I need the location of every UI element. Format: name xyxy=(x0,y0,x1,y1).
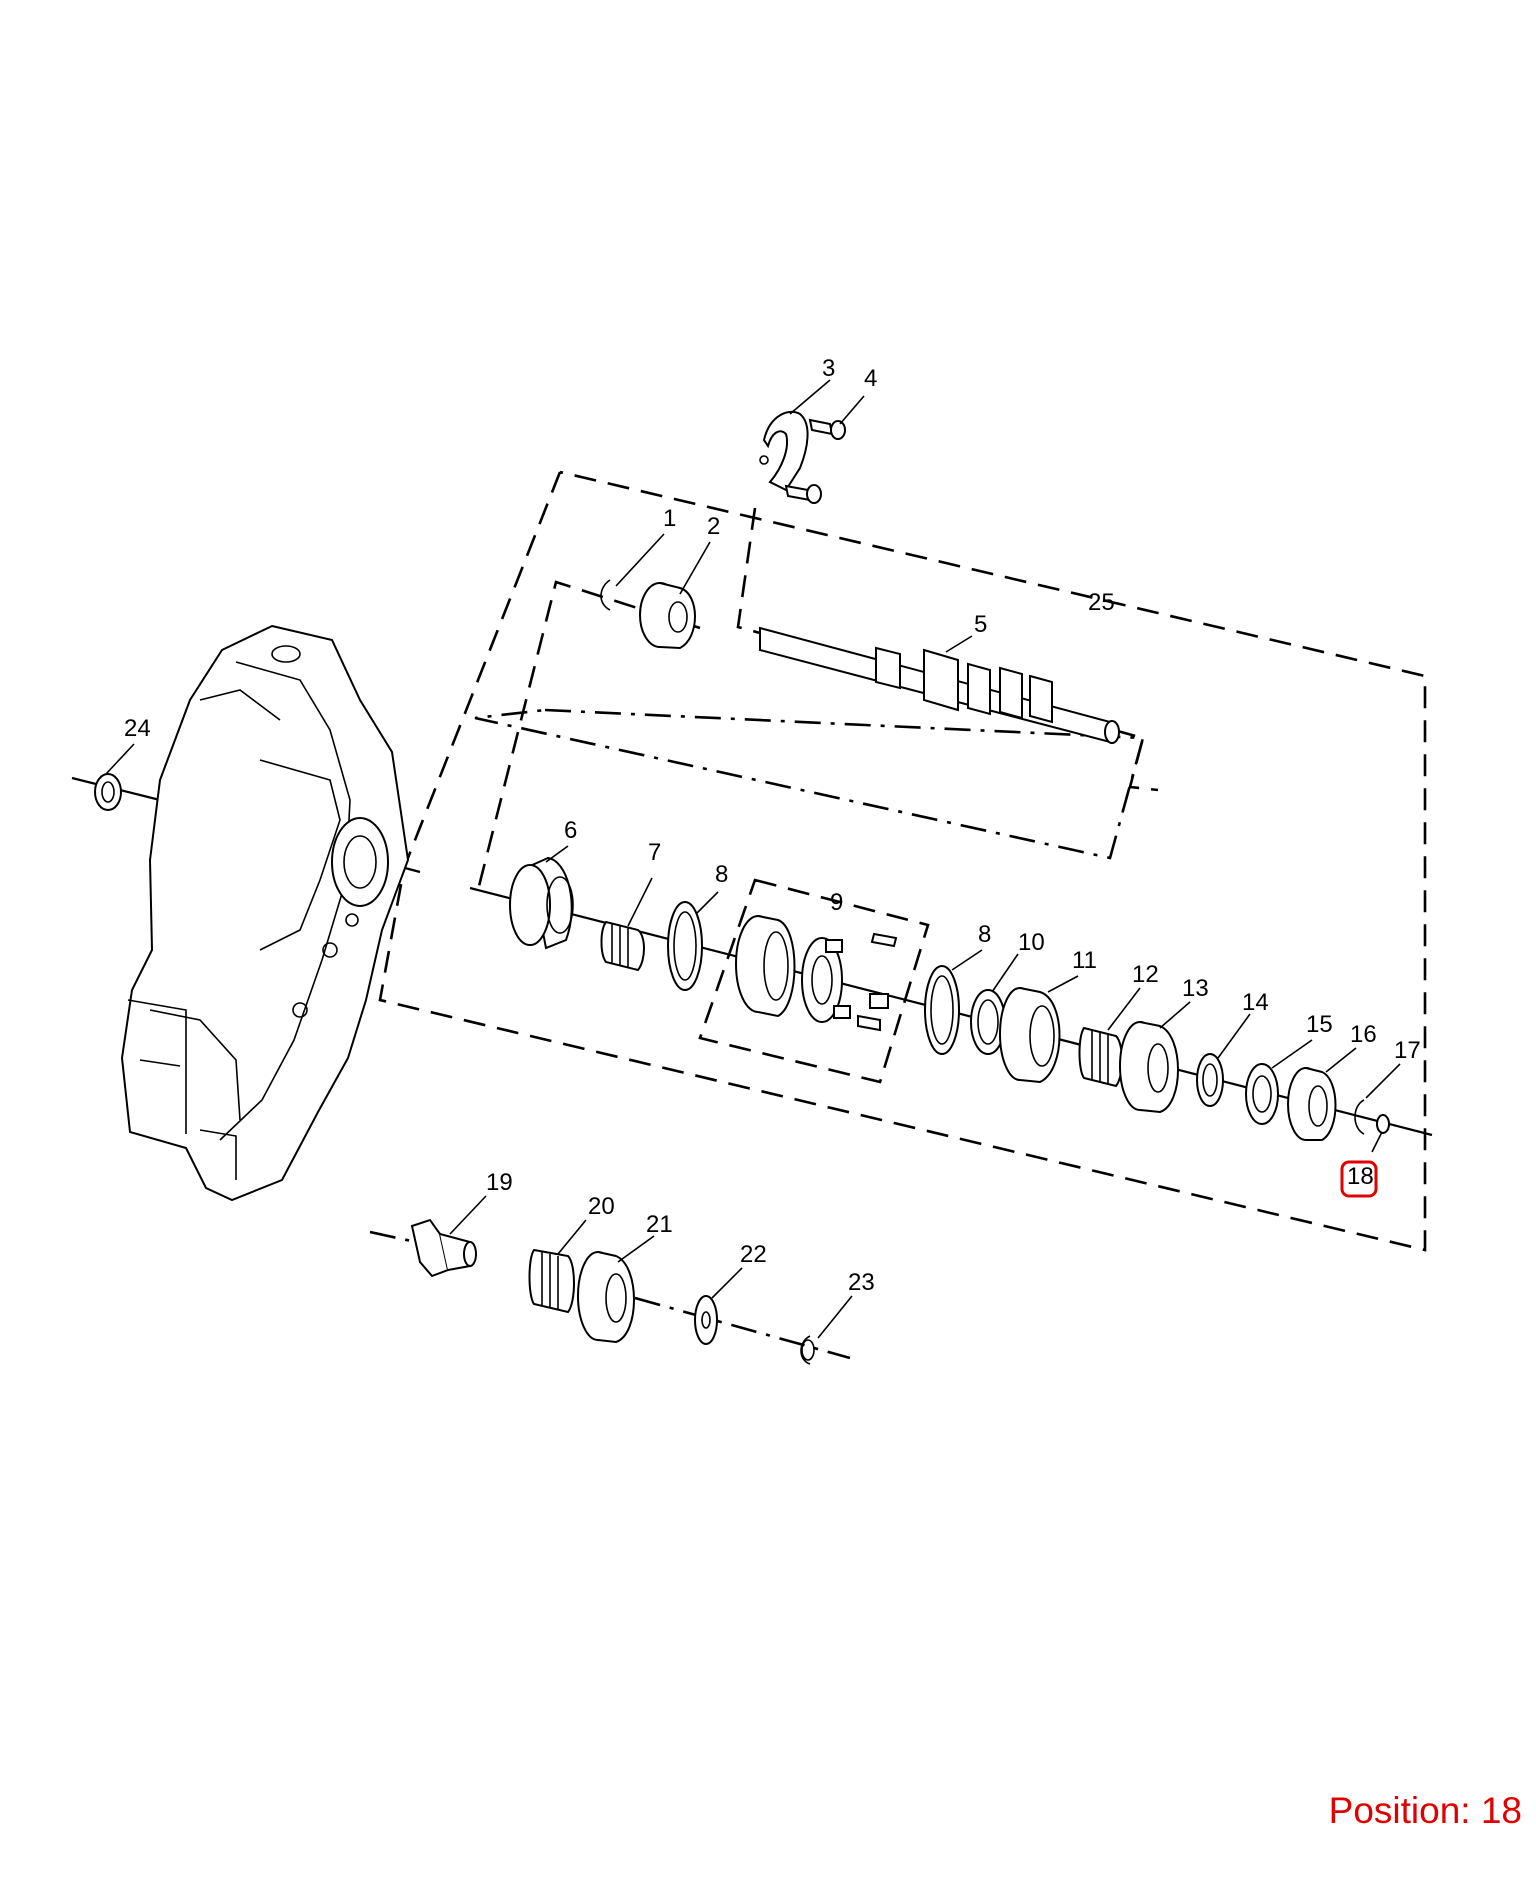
callout-18: 18 xyxy=(1347,1163,1374,1190)
part-18-small-ring xyxy=(1376,1114,1390,1134)
part-19-stub-shaft xyxy=(410,1218,477,1278)
part-5-shaft xyxy=(759,626,1120,744)
part-3-bracket xyxy=(759,410,809,492)
part-24-seal xyxy=(94,773,122,811)
part-12-needle-bearing xyxy=(1078,1026,1123,1088)
part-4-bolt-lower xyxy=(784,484,822,504)
position-label: Position: 18 xyxy=(1328,1790,1522,1831)
part-20-needle-bearing xyxy=(528,1248,575,1314)
callout-16: 16 xyxy=(1350,1021,1377,1048)
part-8-sync-ring-a xyxy=(667,901,703,991)
part-6-gear xyxy=(509,856,574,950)
callout-7: 7 xyxy=(648,839,661,866)
callout-10: 10 xyxy=(1018,929,1045,956)
callout-17: 17 xyxy=(1394,1037,1421,1064)
part-22-washer xyxy=(694,1295,718,1345)
group-shaft-outline xyxy=(474,708,1145,860)
callout-4: 4 xyxy=(864,365,877,392)
group-inner-outline xyxy=(476,507,1159,891)
leader-lines xyxy=(105,379,1401,1339)
callout-21: 21 xyxy=(646,1211,673,1238)
part-23-circlip xyxy=(800,1335,815,1365)
callout-8a: 8 xyxy=(715,861,728,888)
callout-19: 19 xyxy=(486,1169,513,1196)
callout-9: 9 xyxy=(830,889,843,916)
callout-12: 12 xyxy=(1132,961,1159,988)
part-13-bearing xyxy=(1119,1021,1179,1114)
callout-6: 6 xyxy=(564,817,577,844)
callout-22: 22 xyxy=(740,1241,767,1268)
callout-14: 14 xyxy=(1242,989,1269,1016)
callout-25: 25 xyxy=(1088,589,1115,616)
highlight-box-18 xyxy=(1340,1160,1378,1198)
part-10-ring xyxy=(970,989,1006,1055)
part-14-washer xyxy=(1196,1053,1224,1107)
gearbox-housing xyxy=(120,624,410,1202)
part-16-bearing xyxy=(1287,1067,1337,1141)
callout-labels: 1 2 3 4 5 6 7 8 9 8 10 11 12 13 14 15 16… xyxy=(124,355,1421,1296)
part-2-bearing xyxy=(639,582,696,650)
callout-8b: 8 xyxy=(978,921,991,948)
callout-2: 2 xyxy=(707,513,720,540)
callout-15: 15 xyxy=(1306,1011,1333,1038)
callout-3: 3 xyxy=(822,355,835,382)
callout-20: 20 xyxy=(588,1193,615,1220)
part-4-bolt-upper xyxy=(808,418,846,440)
part-15-nut xyxy=(1245,1063,1279,1125)
part-9-synchro-sleeve xyxy=(735,915,796,1018)
group-9-outline xyxy=(698,878,930,1084)
callout-5: 5 xyxy=(974,611,987,638)
part-7-needle-bearing xyxy=(600,920,645,972)
callout-11: 11 xyxy=(1072,947,1097,974)
callout-13: 13 xyxy=(1182,975,1209,1002)
part-21-bearing xyxy=(577,1251,635,1344)
part-8-sync-ring-b xyxy=(924,965,960,1055)
part-9-synchro-hub xyxy=(801,937,851,1023)
group-25-outline xyxy=(378,470,1427,1252)
part-17-circlip xyxy=(1354,1099,1365,1135)
part-1-clip xyxy=(600,579,611,611)
callout-24: 24 xyxy=(124,715,151,742)
part-11-gear xyxy=(999,987,1061,1084)
callout-23: 23 xyxy=(848,1269,875,1296)
callout-1: 1 xyxy=(663,505,676,532)
part-9-keys xyxy=(857,932,898,1032)
